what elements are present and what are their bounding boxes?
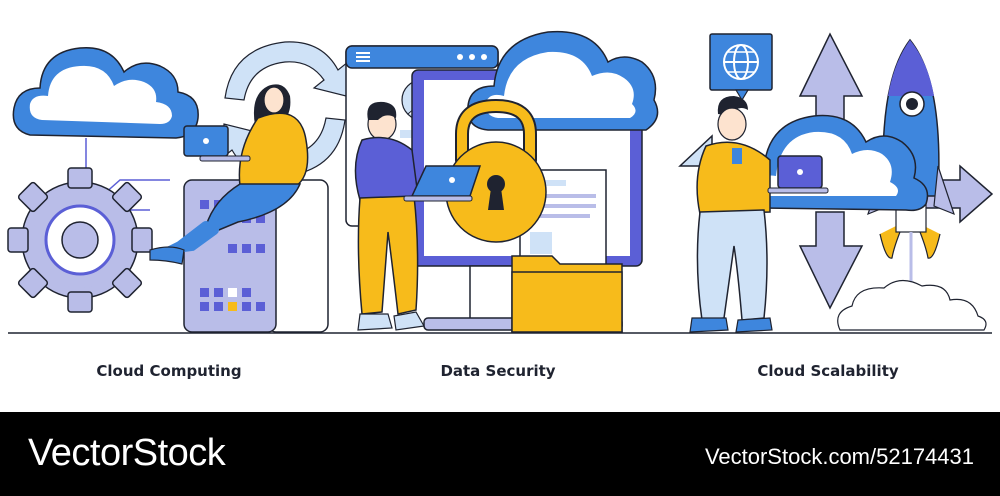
cloud-icon	[467, 30, 659, 131]
vectorstock-logo: VectorStock	[28, 432, 226, 474]
man-with-laptop	[354, 101, 482, 331]
cloud-scalability-illustration	[678, 32, 994, 333]
caption-cloud-computing: Cloud Computing	[96, 362, 242, 380]
folder-icon	[511, 255, 623, 333]
woman-with-laptop	[149, 84, 309, 265]
caption-cloud-scalability: Cloud Scalability	[757, 362, 899, 380]
illustration-scene: Cloud Computing Data Security Cloud Scal…	[7, 30, 994, 380]
caption-data-security: Data Security	[440, 362, 556, 380]
laptop-icon	[183, 125, 251, 162]
smoke-cloud	[837, 279, 987, 331]
illustration-artwork	[7, 30, 994, 334]
laptop-icon	[403, 165, 482, 202]
man-with-laptop	[689, 96, 829, 333]
watermark-footer: VectorStock VectorStock.com/52174431	[0, 412, 1000, 496]
laptop-icon	[767, 155, 829, 194]
cloud-computing-illustration	[7, 41, 349, 333]
globe-icon	[709, 33, 773, 102]
gear-icon	[7, 167, 153, 313]
cloud-icon	[12, 46, 199, 139]
data-security-illustration	[345, 30, 659, 333]
stock-image-id: VectorStock.com/52174431	[704, 444, 974, 469]
